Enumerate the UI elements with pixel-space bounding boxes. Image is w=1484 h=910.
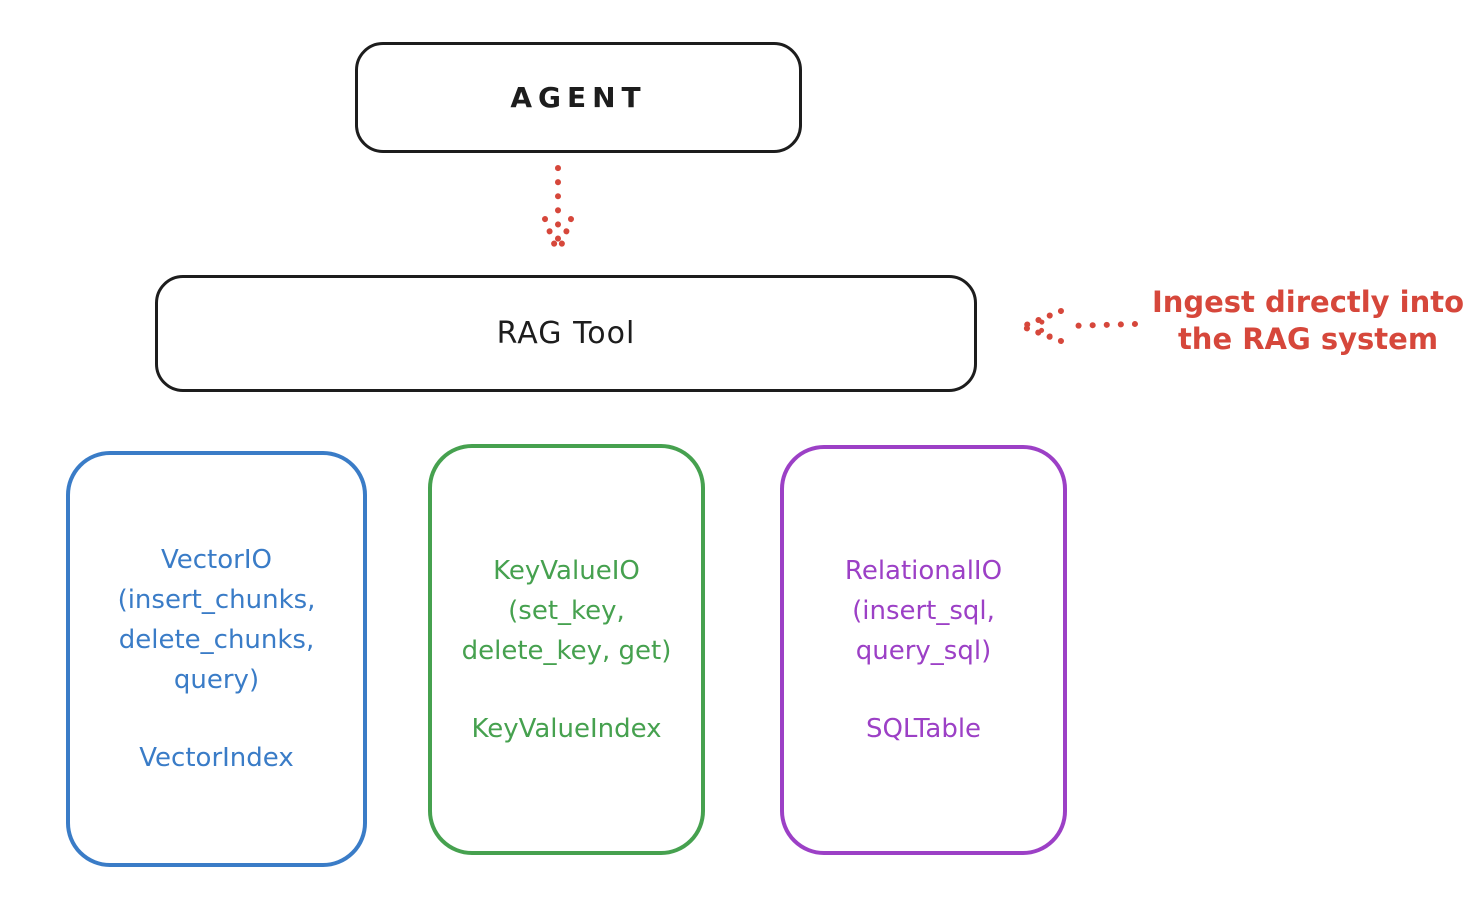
vectorio-card-line: delete_chunks, [118,625,315,655]
vectorio-card: VectorIO (insert_chunks, delete_chunks, … [66,451,367,867]
vectorio-card-line: query) [173,665,260,695]
rag-tool-box: RAG Tool [155,275,977,392]
agent-box: AGENT [355,42,802,153]
keyvalueio-card-line: delete_key, get) [461,635,672,666]
vectorio-card-title: VectorIO [161,545,272,575]
relationalio-card-line: query_sql) [855,636,992,666]
vectorio-card-footer: VectorIndex [139,743,294,773]
keyvalueio-card-footer: KeyValueIndex [471,713,662,744]
keyvalueio-card-title: KeyValueIO [493,555,640,586]
vectorio-card-line: (insert_chunks, [117,585,316,615]
agent-label: AGENT [510,81,647,114]
relationalio-card-line: (insert_sql, [852,596,995,626]
agent-to-ragtool-arrow-icon [542,165,574,257]
keyvalueio-card-line: (set_key, [508,595,625,626]
ingest-annotation: Ingest directly into the RAG system [1138,284,1478,358]
ingest-annotation-line1: Ingest directly into [1151,285,1465,319]
ingest-annotation-line2: the RAG system [1177,322,1439,356]
ingest-arrow-icon [1023,308,1138,344]
relationalio-card: RelationalIO (insert_sql, query_sql) SQL… [780,445,1067,855]
relationalio-card-title: RelationalIO [844,556,1003,586]
rag-tool-label: RAG Tool [496,316,636,351]
relationalio-card-footer: SQLTable [865,714,982,744]
keyvalueio-card: KeyValueIO (set_key, delete_key, get) Ke… [428,444,705,855]
